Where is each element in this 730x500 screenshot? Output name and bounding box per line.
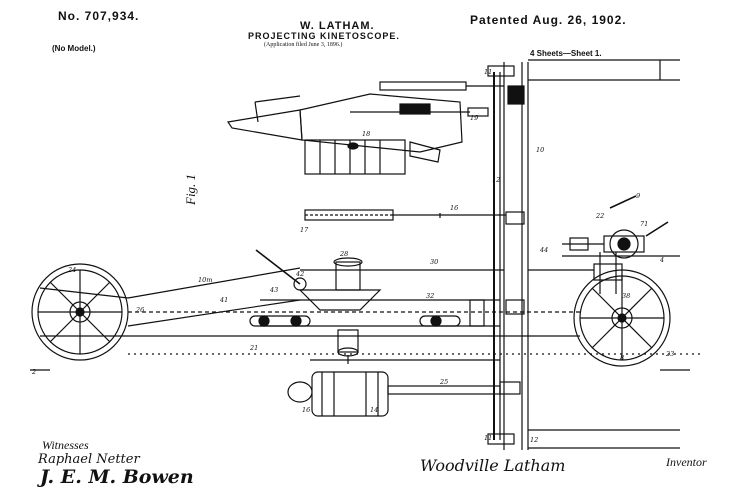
no-model-note: (No Model.) (52, 44, 96, 53)
figure-label: Fig. 1 (183, 173, 198, 205)
svg-text:17: 17 (300, 226, 309, 234)
drive-mechanism (528, 195, 680, 294)
right-reel (573, 269, 671, 367)
lamp-house (226, 81, 504, 175)
svg-text:8: 8 (620, 354, 624, 362)
svg-text:25: 25 (439, 378, 448, 386)
svg-text:30: 30 (430, 258, 438, 266)
patent-date: Patented Aug. 26, 1902. (470, 13, 627, 27)
left-reel (31, 263, 129, 361)
inventor-name: W. LATHAM. (300, 20, 375, 32)
svg-text:14: 14 (370, 406, 378, 414)
svg-text:44: 44 (539, 246, 548, 254)
svg-text:38: 38 (622, 292, 630, 300)
svg-text:11: 11 (484, 434, 492, 442)
application-line: (Application filed June 3, 1896.) (264, 42, 343, 48)
svg-text:9: 9 (636, 192, 640, 200)
svg-text:71: 71 (640, 220, 648, 228)
reference-numerals: 11 10 19 18 17 12 16 44 22 71 9 4 38 24 … (31, 68, 674, 444)
svg-text:2: 2 (31, 368, 36, 376)
svg-text:32: 32 (426, 292, 434, 300)
witnesses-label: Witnesses (42, 438, 89, 452)
crank-lever (255, 249, 504, 291)
patent-number: No. 707,934. (58, 9, 140, 23)
svg-text:24: 24 (67, 266, 76, 274)
svg-text:12: 12 (492, 176, 500, 184)
lower-lamp (287, 359, 501, 417)
svg-text:11: 11 (484, 68, 492, 76)
sheet-info: 4 Sheets—Sheet 1. (530, 49, 602, 58)
svg-text:42: 42 (295, 270, 304, 278)
svg-text:4: 4 (659, 256, 664, 264)
svg-text:28: 28 (339, 250, 348, 258)
svg-text:18: 18 (362, 130, 370, 138)
svg-text:43: 43 (269, 286, 278, 294)
svg-text:22: 22 (595, 212, 604, 220)
objective-tube (304, 209, 506, 221)
film-carriage (39, 267, 580, 337)
svg-text:12: 12 (530, 436, 538, 444)
inventor-label: Inventor (666, 455, 707, 469)
vertical-frame (487, 59, 680, 450)
projection-lens (333, 257, 363, 364)
svg-text:10m: 10m (198, 276, 212, 284)
witness-signature-2: J. E. M. Bowen (40, 466, 194, 488)
svg-text:16: 16 (450, 204, 458, 212)
witness-signature-1: Raphael Netter (38, 452, 140, 467)
svg-text:19: 19 (470, 114, 478, 122)
svg-text:41: 41 (219, 296, 228, 304)
patent-title: PROJECTING KINETOSCOPE. (248, 31, 400, 41)
svg-text:16: 16 (302, 406, 310, 414)
inventor-signature: Woodville Latham (420, 456, 566, 475)
svg-text:23: 23 (665, 350, 674, 358)
svg-text:21: 21 (249, 344, 258, 352)
svg-text:26: 26 (135, 306, 144, 314)
svg-text:10: 10 (536, 146, 544, 154)
